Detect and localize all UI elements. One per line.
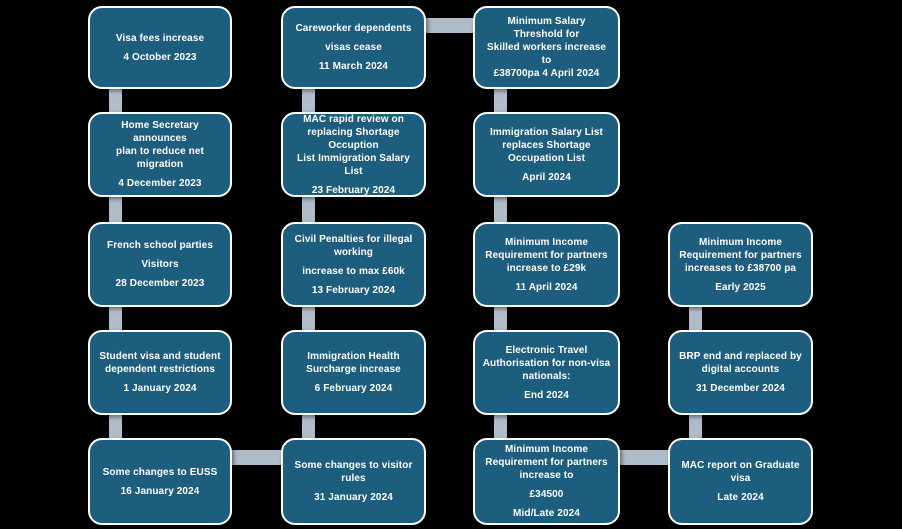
box-text: Visa fees increase	[115, 32, 205, 44]
box-text: Immigration Salary List replaces Shortag…	[490, 126, 603, 164]
box-date: 11 April 2024	[515, 281, 578, 293]
timeline-box: Civil Penalties for illegal working incre…	[281, 222, 426, 307]
vertical-connector	[302, 303, 315, 334]
timeline-box: MAC rapid review on replacing Shortage O…	[281, 112, 426, 197]
box-date: 6 February 2024	[314, 383, 393, 394]
box-date: April 2024	[522, 171, 571, 183]
timeline-box: Minimum Income Requirement for partners …	[473, 222, 620, 307]
vertical-connector	[494, 411, 507, 442]
horizontal-connector	[422, 18, 477, 33]
box-text: Minimum Income Requirement for partners …	[679, 236, 802, 274]
box-date: Late 2024	[717, 492, 764, 503]
horizontal-connector	[616, 450, 672, 465]
box-text: Careworker dependents	[295, 23, 412, 34]
box-text: Some changes to visitor rules	[294, 460, 413, 484]
timeline-box: Student visa and student dependent restr…	[88, 330, 232, 415]
box-text: BRP end and replaced by digital accounts	[679, 351, 802, 375]
box-text: Home Secretary announces plan to reduce …	[116, 120, 204, 170]
timeline-box: Home Secretary announces plan to reduce …	[88, 112, 232, 197]
timeline-box: Immigration Health Surcharge increase 6 F…	[281, 330, 426, 415]
timeline-box: Electronic Travel Authorisation for non-…	[473, 330, 620, 415]
timeline-box: Immigration Salary List replaces Shortag…	[473, 112, 620, 197]
vertical-connector	[109, 85, 122, 116]
vertical-connector	[494, 85, 507, 116]
vertical-connector	[302, 411, 315, 442]
box-text: visas cease	[325, 42, 382, 53]
box-date: 31 December 2024	[696, 383, 785, 394]
box-text: Electronic Travel Authorisation for non-…	[482, 344, 611, 382]
vertical-connector	[689, 411, 702, 442]
vertical-connector	[109, 411, 122, 442]
box-text: Minimum Income Requirement for partners …	[485, 444, 608, 481]
box-text: Visitors	[141, 259, 179, 270]
box-text: MAC rapid review on replacing Shortage O…	[297, 113, 410, 177]
box-date: 1 January 2024	[123, 383, 197, 394]
vertical-connector	[494, 303, 507, 334]
box-text: increase to max £60k	[302, 265, 405, 277]
timeline-box: Some changes to EUSS 16 January 2024	[88, 438, 232, 525]
timeline-box: Minimum Salary Threshold for Skilled wor…	[473, 6, 620, 89]
timeline-box: Some changes to visitor rules 31 January …	[281, 438, 426, 525]
box-date: 23 February 2024	[311, 184, 396, 196]
box-text: MAC report on Graduate visa	[681, 460, 800, 484]
box-date: 31 January 2024	[314, 492, 393, 503]
box-text: Immigration Health Surcharge increase	[306, 351, 401, 375]
timeline-box: Minimum Income Requirement for partners …	[473, 438, 620, 525]
vertical-connector	[494, 193, 507, 226]
box-text: Student visa and student dependent restr…	[99, 351, 221, 375]
box-date: 11 March 2024	[318, 61, 389, 72]
box-date: 28 December 2023	[115, 278, 205, 289]
box-date: 13 February 2024	[311, 284, 396, 296]
vertical-connector	[689, 303, 702, 334]
box-date: Early 2025	[715, 281, 766, 293]
vertical-connector	[302, 193, 315, 226]
box-text: Civil Penalties for illegal working	[294, 233, 413, 258]
box-text: Minimum Income Requirement for partners …	[485, 236, 608, 274]
timeline-box: Careworker dependents visas cease 11 March…	[281, 6, 426, 89]
horizontal-connector	[228, 450, 285, 465]
timeline-box: BRP end and replaced by digital accounts…	[668, 330, 813, 415]
box-text: Minimum Salary Threshold for Skilled wor…	[486, 16, 607, 79]
vertical-connector	[109, 193, 122, 226]
timeline-box: Minimum Income Requirement for partners …	[668, 222, 813, 307]
box-text: French school parties	[106, 240, 214, 251]
vertical-connector	[109, 303, 122, 334]
timeline-box: Visa fees increase 4 October 2023	[88, 6, 232, 89]
box-date: Mid/Late 2024	[513, 508, 580, 519]
box-date: 4 December 2023	[118, 178, 202, 189]
box-date: End 2024	[524, 389, 569, 401]
box-date: 4 October 2023	[123, 51, 197, 63]
box-date: 16 January 2024	[120, 485, 200, 497]
box-text: Some changes to EUSS	[102, 466, 218, 478]
box-text: £34500	[529, 489, 564, 500]
vertical-connector	[302, 85, 315, 116]
